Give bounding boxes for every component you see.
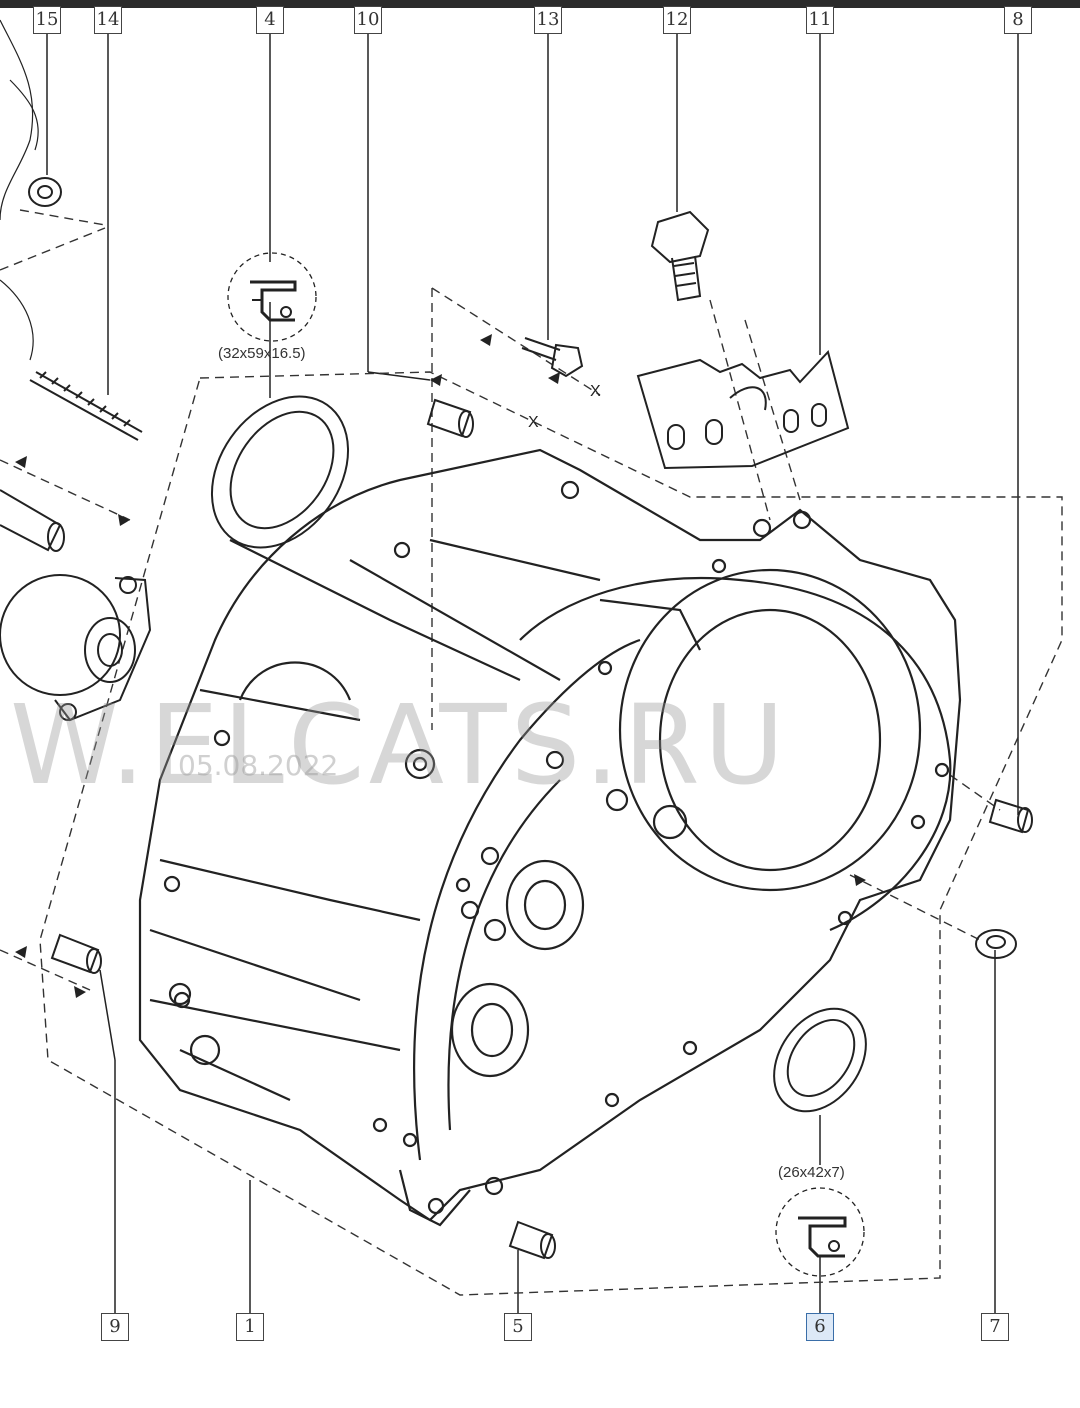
clutch-housing-1 (138, 448, 962, 1227)
callout-13[interactable]: 13 (534, 6, 562, 34)
callout-5[interactable]: 5 (504, 1313, 532, 1341)
callout-8[interactable]: 8 (1004, 6, 1032, 34)
callout-11[interactable]: 11 (806, 6, 834, 34)
callout-1[interactable]: 1 (236, 1313, 264, 1341)
x-marker-1: X (590, 383, 601, 400)
dowel-pin-10 (426, 398, 474, 438)
callout-4[interactable]: 4 (256, 6, 284, 34)
dowel-pin-8 (988, 798, 1033, 834)
lip-seal-4 (210, 395, 350, 549)
callout-12[interactable]: 12 (663, 6, 691, 34)
bolt-13 (521, 337, 584, 378)
lip-seal-6 (773, 1007, 867, 1113)
callout-9[interactable]: 9 (101, 1313, 129, 1341)
callout-14[interactable]: 14 (94, 6, 122, 34)
dashed-assembly-lines (0, 209, 1063, 1296)
clutch-release-bearing (0, 574, 152, 722)
window-top-bar (0, 0, 1080, 8)
x-marker-2: X (528, 414, 539, 431)
watermark-date: 05.08.2022 (178, 749, 339, 782)
seal-profile-icon-top (227, 252, 317, 342)
watermark: W.ELCATS.RU (10, 681, 789, 809)
callout-15[interactable]: 15 (33, 6, 61, 34)
direction-arrows (15, 334, 866, 998)
leader-lines (46, 34, 1019, 1313)
stud-14 (29, 371, 143, 441)
nut-15 (28, 177, 62, 207)
seal-dimension-top: (32x59x16.5) (218, 345, 306, 362)
neighbour-component-outline (0, 19, 39, 361)
selector-bracket-11 (636, 349, 850, 470)
seal-dimension-bottom: (26x42x7) (778, 1164, 845, 1181)
callout-10[interactable]: 10 (354, 6, 382, 34)
guide-pin-left (0, 489, 65, 552)
dowel-pin-9 (50, 933, 102, 974)
washer-7 (975, 929, 1017, 959)
dowel-pin-5 (508, 1220, 556, 1260)
callout-7[interactable]: 7 (981, 1313, 1009, 1341)
callout-6-selected[interactable]: 6 (806, 1313, 834, 1341)
bolt-12 (650, 210, 710, 302)
seal-profile-icon-bottom (775, 1187, 865, 1277)
